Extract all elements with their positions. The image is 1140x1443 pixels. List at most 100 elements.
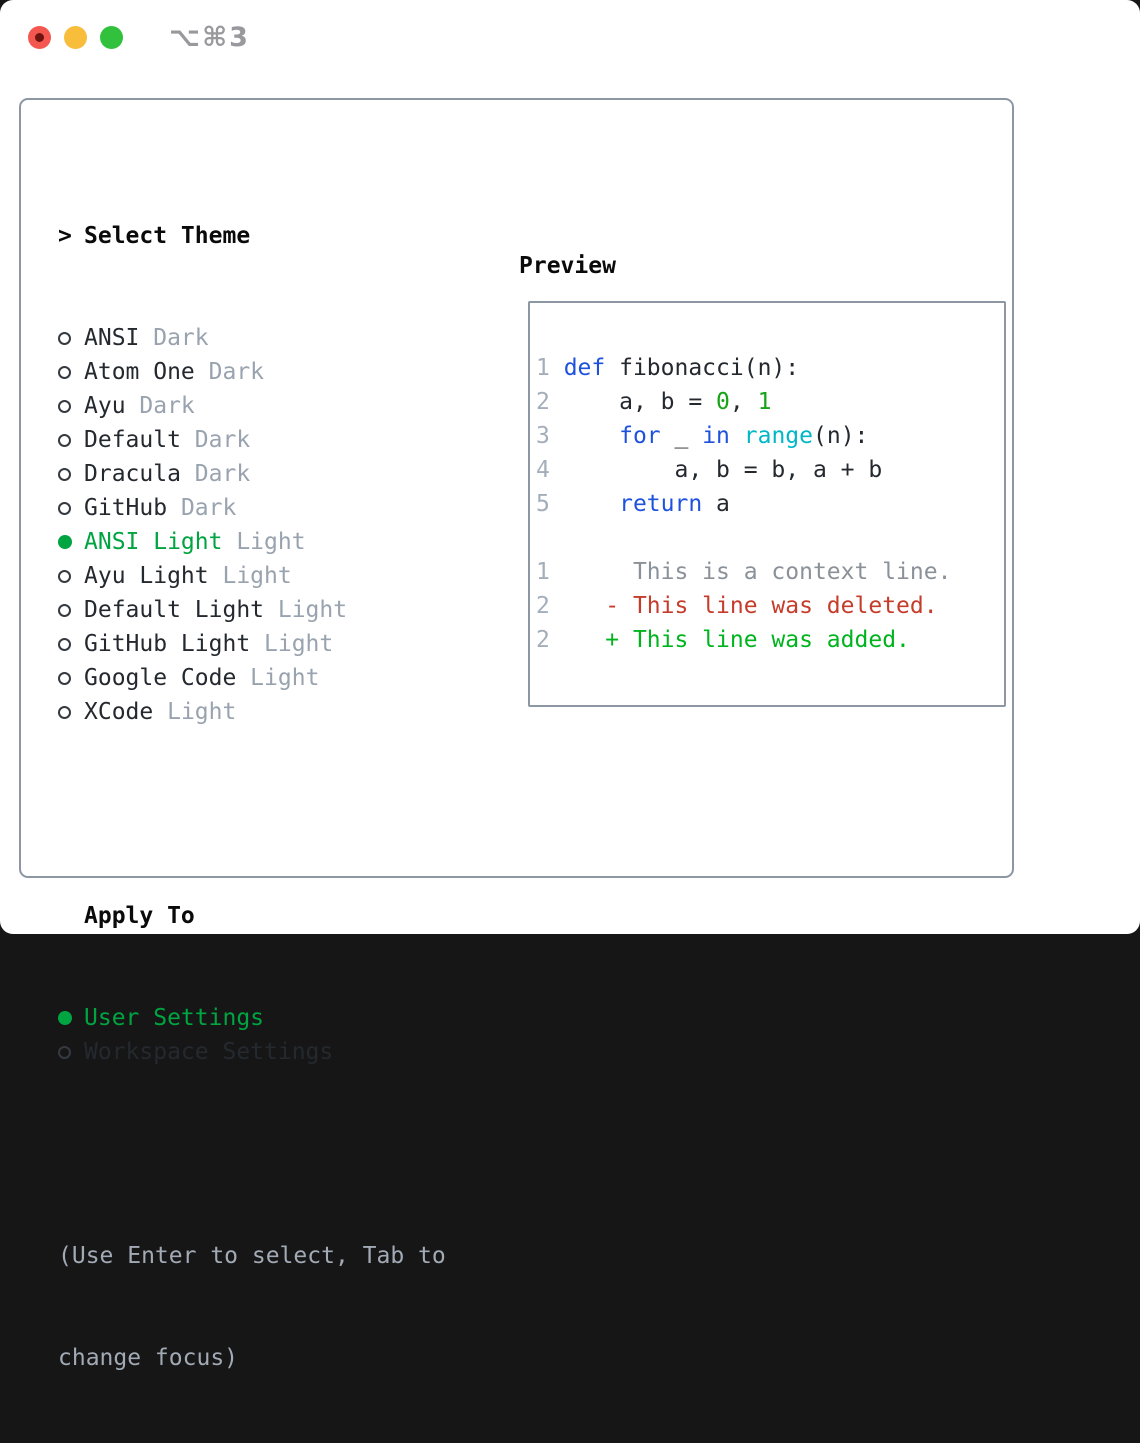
window-shortcut-label: ⌥⌘3 <box>169 21 250 53</box>
radio-icon <box>58 433 71 447</box>
line-number: 5 <box>536 491 564 517</box>
line-number: 4 <box>536 457 564 483</box>
radio-icon <box>58 501 71 515</box>
theme-option-atom-one[interactable]: Atom One Dark <box>58 355 498 389</box>
item-label: GitHub <box>84 495 168 521</box>
prompt-icon: > <box>58 223 72 249</box>
line-number <box>536 525 564 551</box>
radio-icon <box>58 399 71 413</box>
item-label: Default <box>84 427 181 453</box>
apply-option-user-settings[interactable]: User Settings <box>58 1001 498 1035</box>
zoom-button[interactable] <box>100 25 123 49</box>
item-variant-badge: Light <box>264 597 348 623</box>
code-token-plain: , <box>729 389 758 415</box>
radio-icon <box>58 671 71 685</box>
item-variant-badge: Dark <box>180 427 251 453</box>
apply-to-title: Apply To <box>84 903 195 929</box>
item-label: Default Light <box>84 597 265 623</box>
item-label: Ayu <box>84 393 126 419</box>
item-label: Dracula <box>84 461 181 487</box>
help-text-line-2: change focus) <box>58 1345 239 1371</box>
spacer <box>58 1137 498 1171</box>
radio-icon <box>58 467 71 481</box>
code-line: 2 a, b = 0, 1 <box>536 385 1004 419</box>
apply-option-workspace-settings[interactable]: Workspace Settings <box>58 1035 498 1069</box>
spacer <box>58 797 498 831</box>
code-line: 1 def fibonacci(n): <box>536 351 1004 385</box>
code-token-number: 1 <box>757 389 772 415</box>
item-label: ANSI <box>84 325 140 351</box>
code-token-added: + This line was added. <box>563 627 910 653</box>
theme-option-github[interactable]: GitHub Dark <box>58 491 498 525</box>
theme-option-default-light[interactable]: Default Light Light <box>58 593 498 627</box>
line-number: 1 <box>536 355 564 381</box>
item-variant-badge: Light <box>153 699 237 725</box>
code-token-context: This is a context line. <box>563 559 952 585</box>
radio-icon <box>58 705 71 719</box>
code-line: 4 a, b = b, a + b <box>536 453 1004 487</box>
code-token-number: 0 <box>716 389 730 415</box>
theme-option-ayu[interactable]: Ayu Dark <box>58 389 498 423</box>
code-token-plain: a, b = b, a + b <box>563 457 883 483</box>
code-token-plain: a, b = <box>563 389 717 415</box>
item-variant-badge: Dark <box>125 393 195 419</box>
code-token-keyword: for <box>619 423 661 449</box>
line-number: 2 <box>536 593 564 619</box>
line-number: 2 <box>536 627 564 653</box>
code-token-plain: (n): <box>813 423 869 449</box>
item-label: XCode <box>84 699 154 725</box>
code-line: 2 + This line was added. <box>536 623 1004 657</box>
code-token-keyword: return <box>619 491 703 517</box>
code-line: 5 return a <box>536 487 1004 521</box>
help-text-line-1: (Use Enter to select, Tab to <box>58 1243 446 1269</box>
close-dot-icon <box>35 32 44 42</box>
item-label: Ayu Light <box>84 563 209 589</box>
theme-option-ansi-light[interactable]: ANSI Light Light <box>58 525 498 559</box>
code-line: 3 for _ in range(n): <box>536 419 1004 453</box>
item-variant-badge: Light <box>222 529 306 555</box>
theme-option-dracula[interactable]: Dracula Dark <box>58 457 498 491</box>
code-token-removed: - This line was deleted. <box>563 593 938 619</box>
theme-option-xcode[interactable]: XCode Light <box>58 695 498 729</box>
item-variant-badge: Light <box>208 563 292 589</box>
code-token-plain <box>564 491 619 517</box>
apply-to-header: Apply To <box>58 899 498 933</box>
select-theme-header: > Select Theme <box>58 219 498 253</box>
item-label: Atom One <box>84 359 195 385</box>
code-token-builtin: range <box>743 423 813 449</box>
code-token-plain: a <box>702 491 730 517</box>
code-token-keyword: in <box>702 423 730 449</box>
code-line: 1 This is a context line. <box>536 555 1004 589</box>
code-token-keyword: def <box>563 355 606 381</box>
item-label: GitHub Light <box>84 631 251 657</box>
radio-icon <box>58 331 71 345</box>
item-variant-badge: Dark <box>139 325 209 351</box>
select-theme-title: Select Theme <box>84 223 251 249</box>
theme-option-ansi[interactable]: ANSI Dark <box>58 321 498 355</box>
item-label: User Settings <box>84 1005 265 1031</box>
line-number: 3 <box>536 423 564 449</box>
item-variant-badge: Dark <box>194 359 265 385</box>
code-token-plain <box>730 423 744 449</box>
theme-option-default[interactable]: Default Dark <box>58 423 498 457</box>
line-number: 2 <box>536 389 564 415</box>
radio-icon <box>58 569 71 583</box>
preview-title: Preview <box>519 253 616 279</box>
theme-option-google-code[interactable]: Google Code Light <box>58 661 498 695</box>
item-label: ANSI Light <box>84 529 223 555</box>
code-token-plain <box>564 423 619 449</box>
radio-icon <box>58 637 71 651</box>
item-variant-badge: Light <box>250 631 334 657</box>
titlebar: ⌥⌘3 <box>28 22 250 53</box>
theme-option-github-light[interactable]: GitHub Light Light <box>58 627 498 661</box>
minimize-button[interactable] <box>64 25 87 49</box>
item-label: Workspace Settings <box>84 1039 334 1065</box>
item-variant-badge: Light <box>236 665 320 691</box>
theme-option-ayu-light[interactable]: Ayu Light Light <box>58 559 498 593</box>
close-button[interactable] <box>28 25 51 49</box>
item-label: Google Code <box>84 665 237 691</box>
item-variant-badge: Dark <box>180 461 251 487</box>
